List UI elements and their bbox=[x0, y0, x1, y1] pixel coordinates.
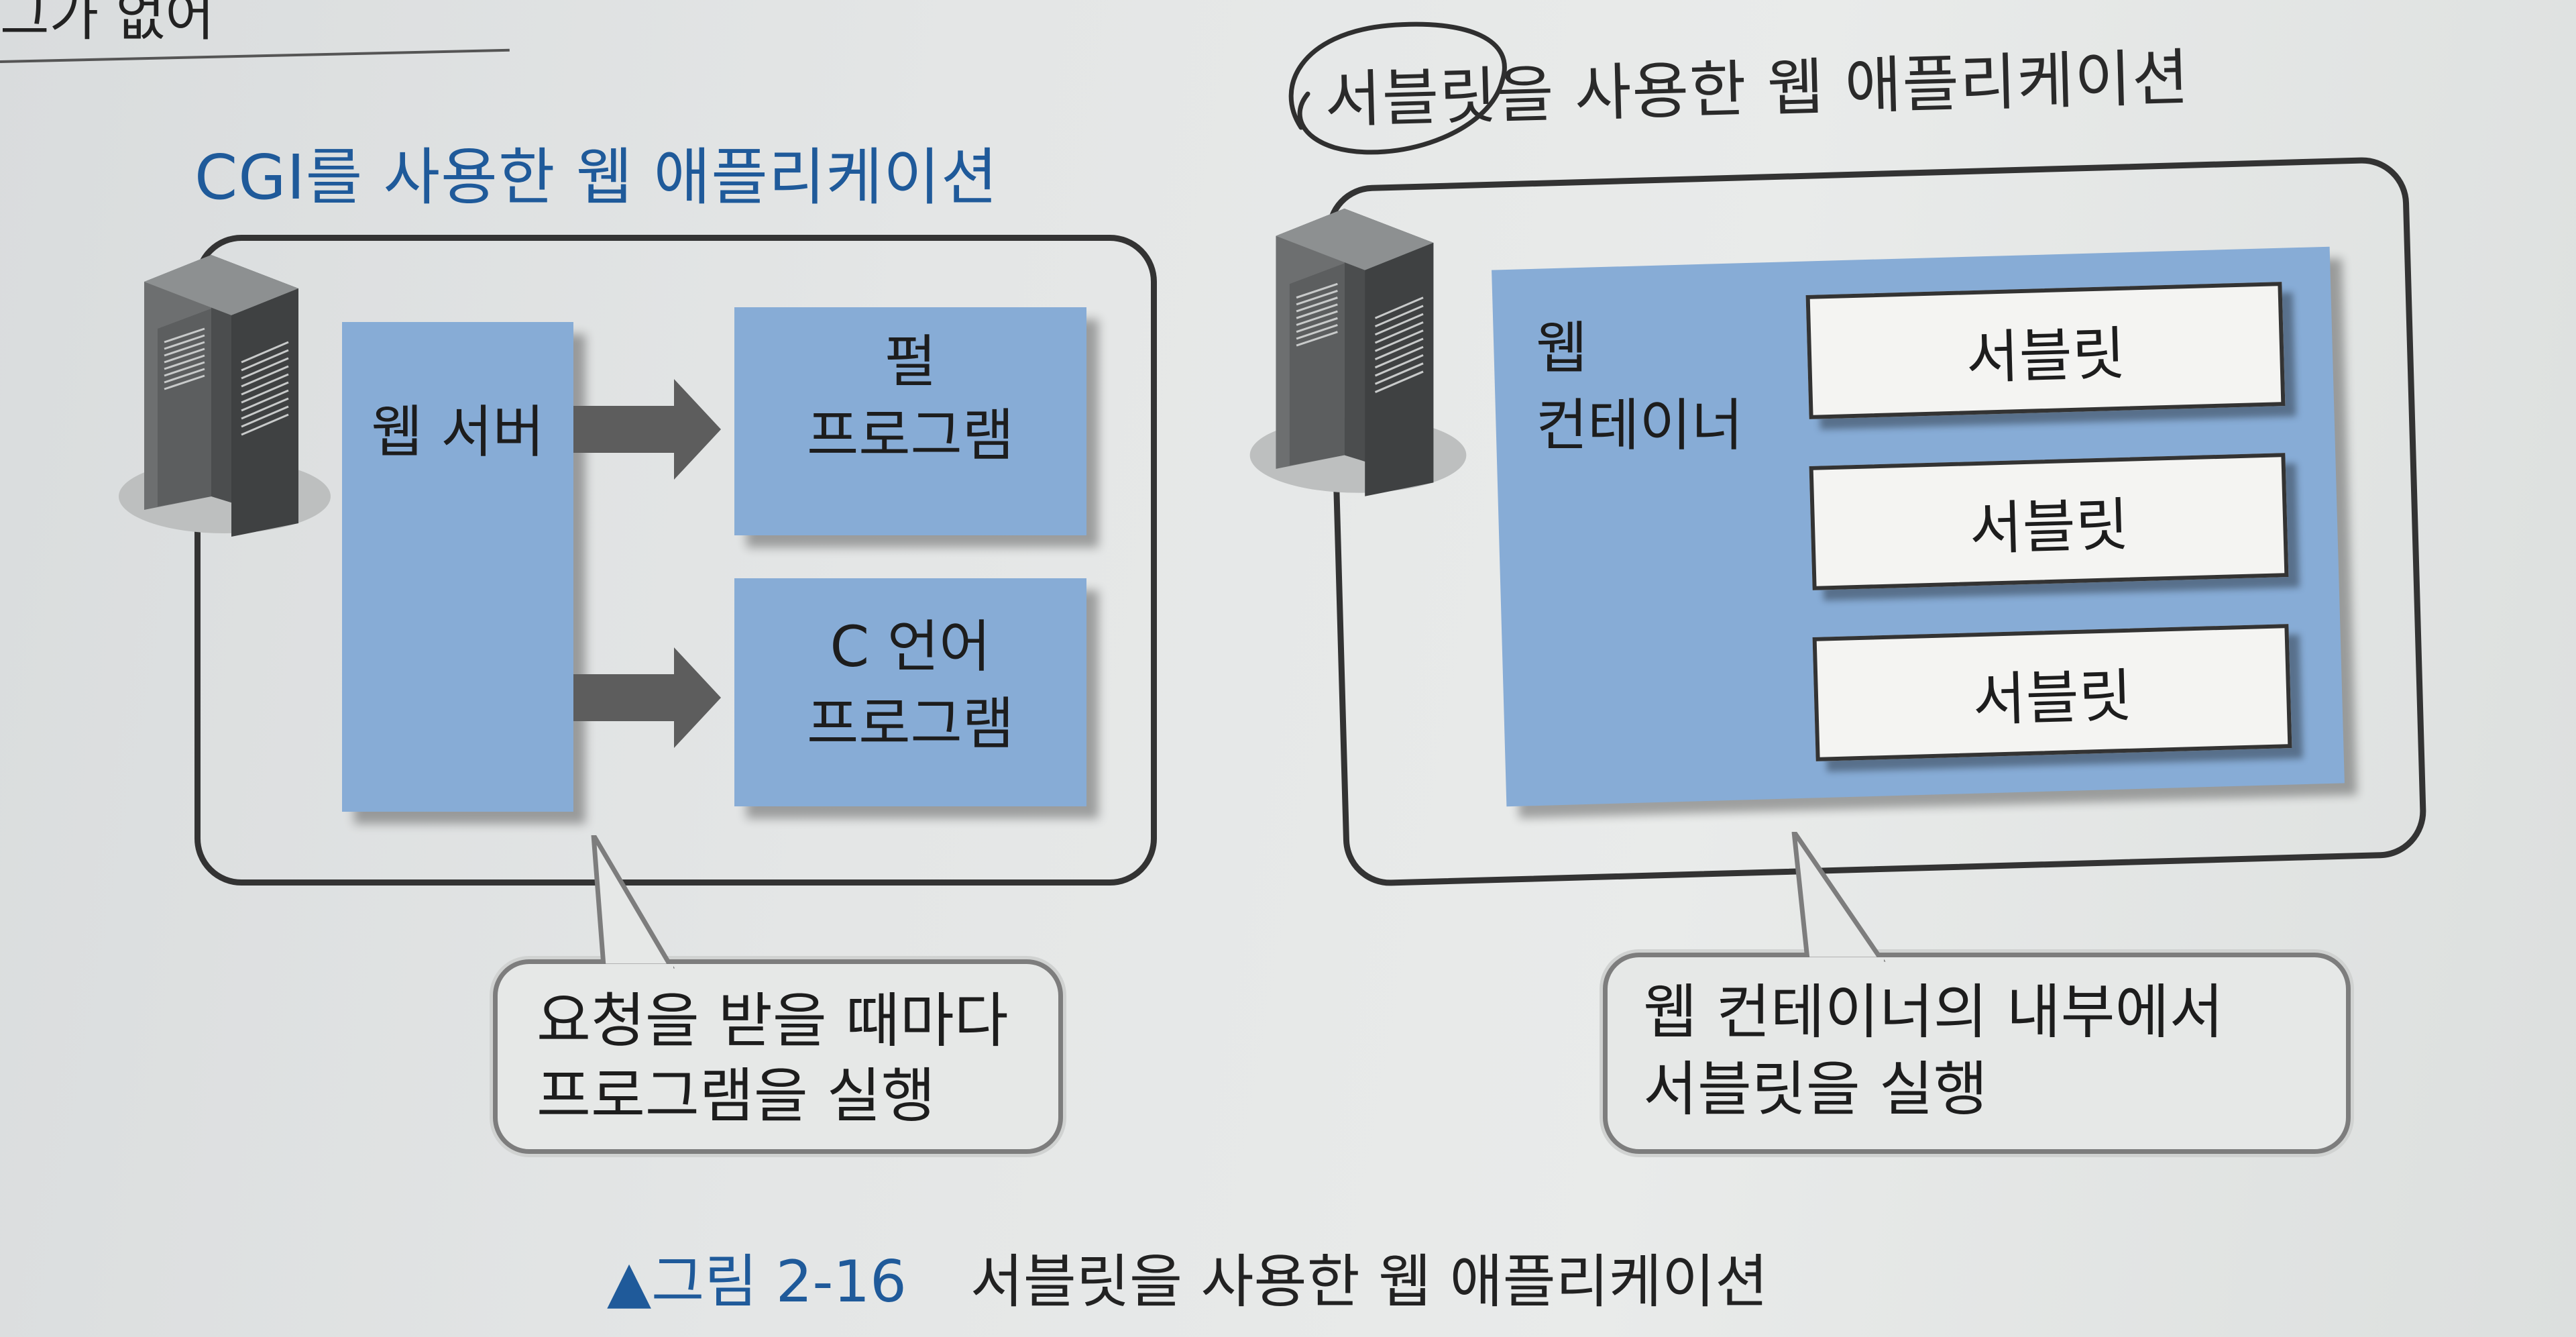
arrow-to-perl-icon bbox=[573, 379, 721, 480]
web-server-label: 웹 서버 bbox=[371, 399, 545, 465]
perl-program-label-line1: 펄 bbox=[884, 329, 937, 394]
perl-program-label-line2: 프로그램 bbox=[806, 403, 1015, 468]
servlet-box: 서블릿 bbox=[1809, 453, 2289, 590]
left-callout bbox=[493, 959, 1063, 1154]
right-callout-pointer bbox=[1791, 832, 1886, 966]
right-callout-line2: 서블릿을 실행 bbox=[1643, 1055, 1988, 1124]
servlet-box: 서블릿 bbox=[1805, 282, 2286, 419]
left-callout-line2: 프로그램을 실행 bbox=[537, 1061, 936, 1130]
web-container-label-line2: 컨테이너 bbox=[1536, 392, 1744, 458]
left-panel-heading: CGI를 사용한 웹 애플리케이션 bbox=[194, 142, 999, 213]
servlet-label: 서블릿 bbox=[1972, 662, 2133, 735]
c-program-label-line2: 프로그램 bbox=[806, 691, 1015, 757]
server-icon bbox=[1249, 208, 1467, 496]
top-cropped-text: 그가 없어 bbox=[0, 0, 215, 48]
right-callout-line1: 웹 컨테이너의 내부에서 bbox=[1643, 977, 2224, 1047]
figure-caption: ▲그림 2-16 서블릿을 사용한 웹 애플리케이션 bbox=[607, 1234, 1768, 1318]
web-server-box bbox=[342, 322, 573, 812]
arrow-to-c-program-icon bbox=[573, 647, 721, 748]
c-program-label-line1: C 언어 bbox=[830, 614, 991, 680]
servlet-box: 서블릿 bbox=[1812, 624, 2292, 761]
c-program-box bbox=[734, 578, 1086, 806]
servlet-label: 서블릿 bbox=[1968, 491, 2130, 564]
web-container-label-line1: 웹 bbox=[1536, 315, 1588, 381]
left-callout-line1: 요청을 받을 때마다 bbox=[537, 986, 1009, 1055]
left-callout-pointer bbox=[591, 835, 675, 973]
hand-drawn-circle bbox=[1288, 21, 1507, 155]
figure-title: 서블릿을 사용한 웹 애플리케이션 bbox=[970, 1248, 1769, 1316]
left-panel-frame bbox=[194, 235, 1157, 886]
perl-program-box bbox=[734, 307, 1086, 535]
servlet-label: 서블릿 bbox=[1965, 320, 2127, 392]
right-callout bbox=[1603, 953, 2351, 1154]
server-icon bbox=[119, 255, 331, 537]
figure-number: ▲그림 2-16 bbox=[607, 1248, 907, 1316]
